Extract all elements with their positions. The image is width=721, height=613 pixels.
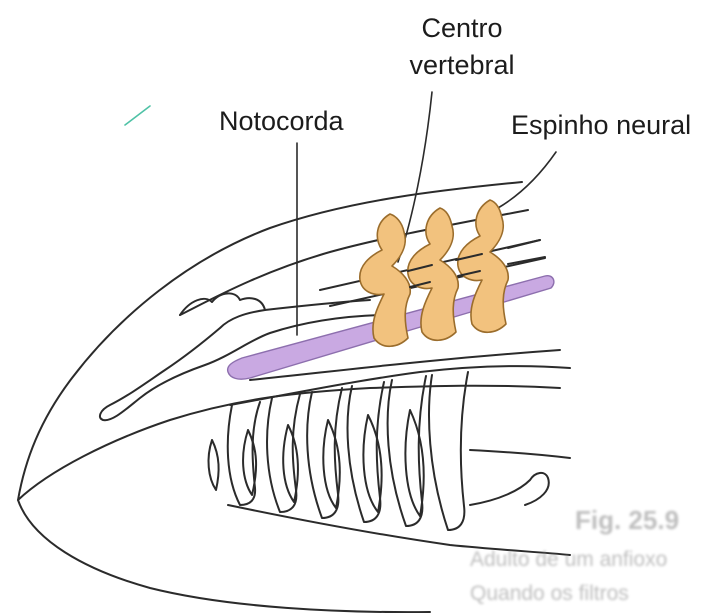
- bleed-line-1: Adulto de um anfioxo: [470, 548, 667, 572]
- teal-stray-mark: [125, 106, 150, 125]
- bleed-line-2: Quando os filtros: [470, 582, 629, 606]
- bleed-fig-label: Fig. 25.9: [575, 505, 679, 536]
- label-centro-line1: Centro: [402, 13, 522, 44]
- posterior-line: [470, 473, 549, 505]
- mouth-outline: [18, 386, 560, 500]
- espinho-leader: [498, 152, 556, 208]
- label-notocorda: Notocorda: [219, 106, 344, 137]
- gut-line: [470, 450, 570, 458]
- label-centro-line2: vertebral: [392, 50, 532, 81]
- vertebrae: [360, 200, 508, 346]
- label-espinho-neural: Espinho neural: [511, 110, 691, 141]
- gill-bars: [228, 372, 468, 530]
- nerve-cord-tail-upper: [508, 240, 540, 248]
